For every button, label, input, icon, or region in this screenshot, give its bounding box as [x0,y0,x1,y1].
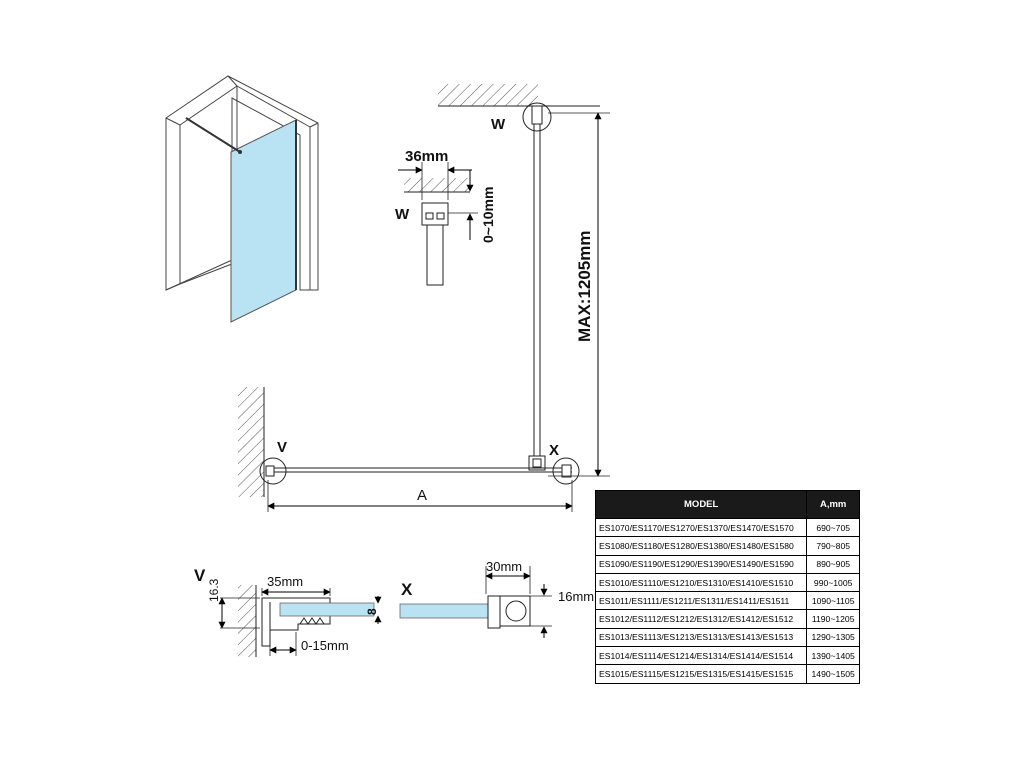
range-cell: 690~705 [806,517,860,538]
table-row: ES1010/ES1110/ES1210/ES1310/ES1410/ES151… [594,572,860,593]
range-cell: 1390~1405 [806,646,860,666]
table-row: ES1090/ES1190/ES1290/ES1390/ES1490/ES159… [594,554,860,574]
model-cell: ES1090/ES1190/ES1290/ES1390/ES1490/ES159… [594,554,808,574]
w-mount-circle [522,102,552,132]
range-cell: 990~1005 [806,572,860,593]
dim-16mm: 16mm [558,589,594,604]
range-cell: 1190~1205 [806,609,860,629]
table-row: ES1070/ES1170/ES1270/ES1370/ES1470/ES157… [594,517,860,538]
x-label-detail: X [401,580,413,599]
table-row: ES1080/ES1180/ES1280/ES1380/ES1480/ES158… [594,536,860,556]
x-end-circle [552,457,580,485]
dim-8: 8 [365,608,379,615]
model-cell: ES1080/ES1180/ES1280/ES1380/ES1480/ES158… [594,536,808,556]
dim-16-3: 16.3 [207,578,221,602]
table-row: ES1014/ES1114/ES1214/ES1314/ES1414/ES151… [594,646,860,666]
w-label-main: W [491,116,506,133]
dim-30mm: 30mm [486,559,522,574]
v-label-detail: V [194,566,206,585]
header-model: MODEL [594,490,808,519]
v-mount-circle [259,457,287,485]
dim-36mm: 36mm [405,148,448,165]
model-size-table: MODEL A,mm ES1070/ES1170/ES1270/ES1370/E… [594,490,860,684]
model-cell: ES1015/ES1115/ES1215/ES1315/ES1415/ES151… [594,664,808,684]
table-row: ES1011/ES1111/ES1211/ES1311/ES1411/ES151… [594,591,860,611]
table-row: ES1013/ES1113/ES1213/ES1313/ES1413/ES151… [594,627,860,648]
range-cell: 890~905 [806,554,860,574]
table-header-row: MODEL A,mm [594,490,860,519]
range-cell: 790~805 [806,536,860,556]
x-end-detail [399,566,552,638]
x-label-main: X [549,442,559,459]
model-cell: ES1011/ES1111/ES1211/ES1311/ES1411/ES151… [594,591,808,611]
dim-0-15mm: 0-15mm [301,638,349,653]
dim-0-10mm: 0~10mm [480,187,496,243]
perspective-view [165,75,319,323]
v-label-main: V [277,439,287,456]
left-wall [238,387,264,497]
dim-max: MAX:1205mm [575,231,594,343]
range-cell: 1490~1505 [806,664,860,684]
plan-view [238,84,610,512]
table-row: ES1012/ES1112/ES1212/ES1312/ES1412/ES151… [594,609,860,629]
model-cell: ES1012/ES1112/ES1212/ES1312/ES1412/ES151… [594,609,808,629]
header-a-mm: A,mm [806,490,860,519]
model-cell: ES1013/ES1113/ES1213/ES1313/ES1413/ES151… [594,627,808,648]
w-label-detail: W [395,206,410,223]
dim-35mm: 35mm [267,574,303,589]
table-row: ES1015/ES1115/ES1215/ES1315/ES1415/ES151… [594,664,860,684]
model-cell: ES1070/ES1170/ES1270/ES1370/ES1470/ES157… [594,517,808,538]
v-profile-detail [218,585,382,657]
range-cell: 1090~1105 [806,591,860,611]
model-cell: ES1010/ES1110/ES1210/ES1310/ES1410/ES151… [594,572,808,593]
support-arm [185,117,241,153]
model-cell: ES1014/ES1114/ES1214/ES1314/ES1414/ES151… [594,646,808,666]
dim-a: A [417,487,427,504]
w-detail [398,162,478,286]
ceiling-wall [438,84,538,106]
range-cell: 1290~1305 [806,627,860,648]
